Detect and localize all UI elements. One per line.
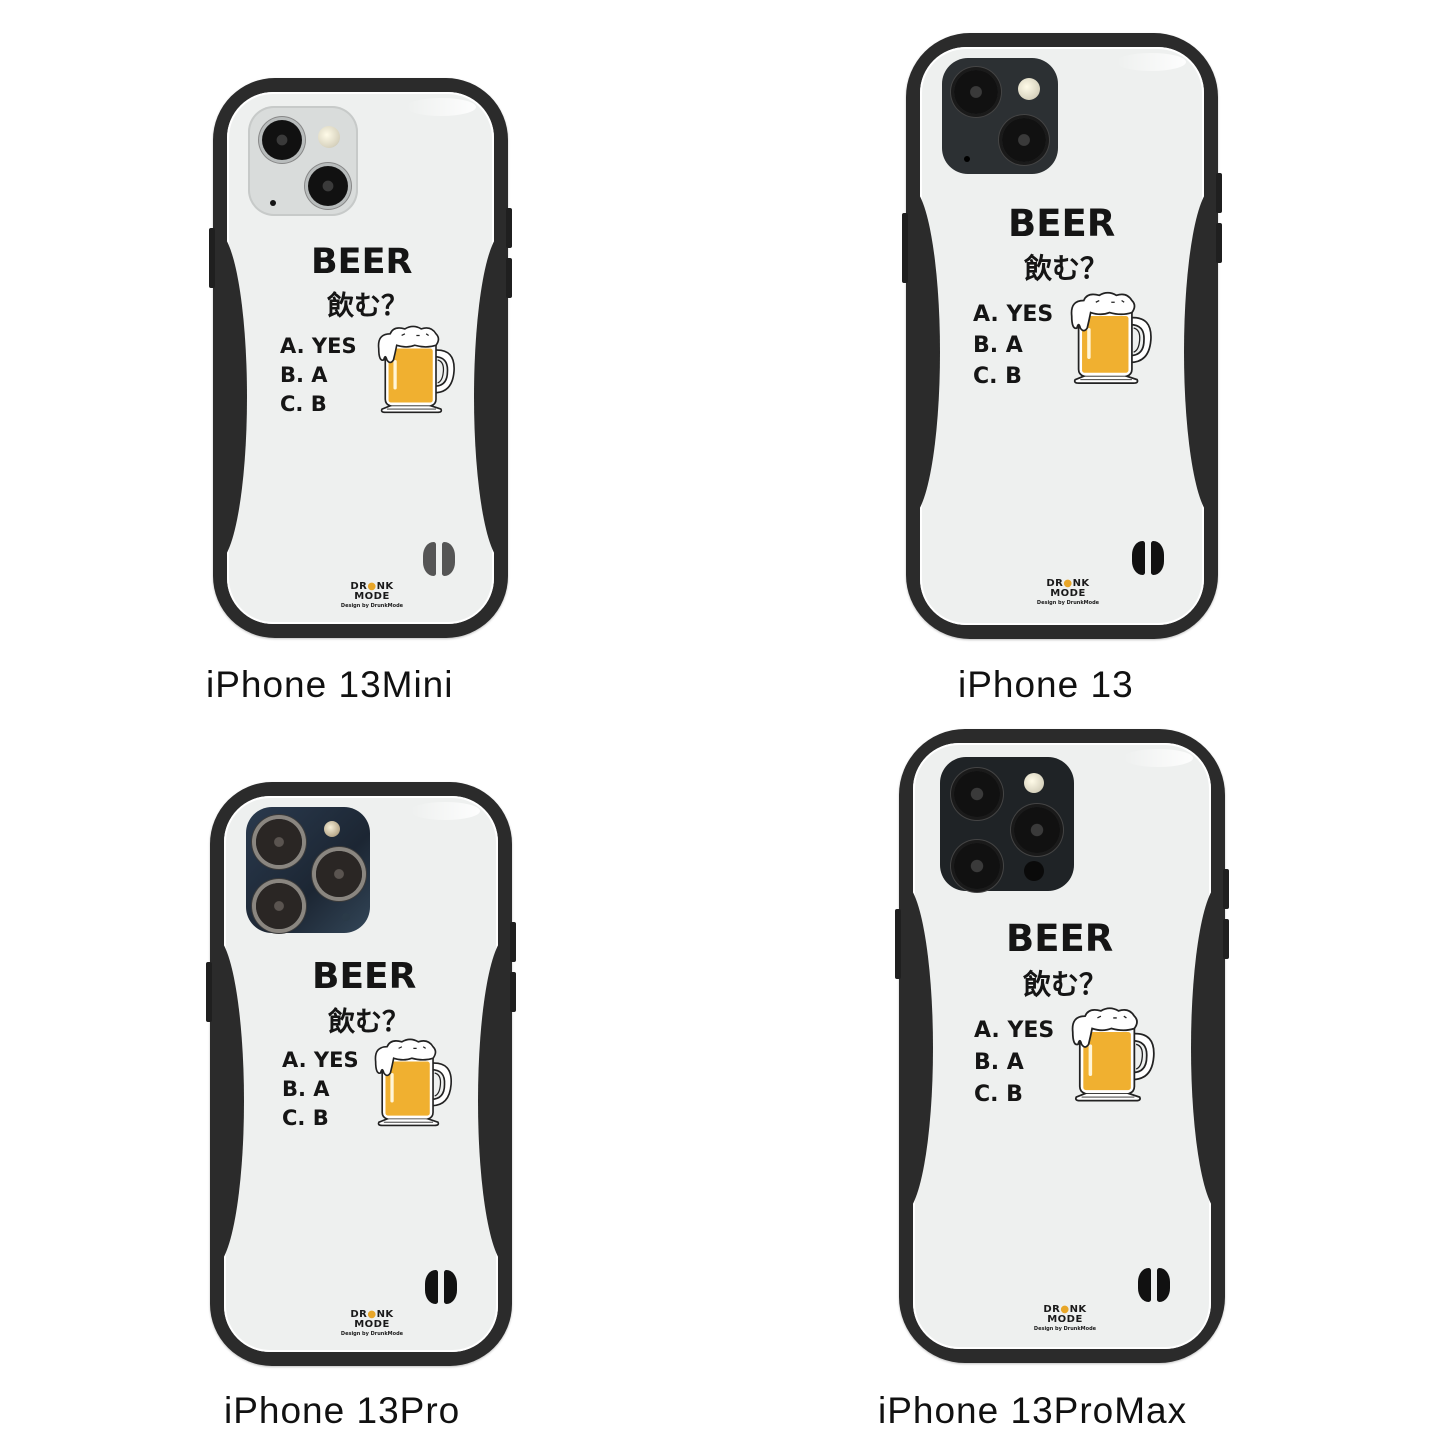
model-label: iPhone 13Pro <box>224 1390 461 1431</box>
design-title: BEER <box>312 956 417 997</box>
camera-lens-icon <box>256 883 302 929</box>
camera-lens-icon <box>954 70 998 114</box>
phone-case: BEER 飲む？ A. YES B. A C. B DR●NK MODE Des… <box>895 729 1229 1363</box>
design-title: BEER <box>311 242 413 282</box>
strap-hole-icon <box>442 542 455 576</box>
lidar-sensor-icon <box>342 913 350 921</box>
option-c: C. B <box>973 364 1022 389</box>
drunkmode-logo: DR●NK MODE Design by DrunkMode <box>1033 1304 1097 1333</box>
side-button <box>510 972 516 1012</box>
flash-icon <box>318 126 340 148</box>
side-button <box>506 208 512 248</box>
strap-holes <box>1138 1268 1170 1302</box>
side-button <box>1216 173 1222 213</box>
strap-hole-icon <box>1132 541 1145 575</box>
case-face: BEER 飲む？ A. YES B. A C. B DR●NK MODE Des… <box>224 796 498 1352</box>
option-c: C. B <box>280 392 327 416</box>
option-b: B. A <box>973 333 1023 358</box>
option-a: A. YES <box>280 334 357 358</box>
gloss-highlight <box>406 98 476 116</box>
camera-module <box>246 807 370 933</box>
side-button <box>902 213 908 283</box>
option-a: A. YES <box>282 1048 359 1072</box>
design-options: A. YES B. A C. B <box>974 1015 1054 1111</box>
design-title: BEER <box>1008 202 1116 245</box>
camera-module <box>940 757 1074 891</box>
case-face: BEER 飲む？ A. YES B. A C. B DR●NK MODE Des… <box>227 92 494 624</box>
flash-icon <box>1018 78 1040 100</box>
gloss-highlight <box>1123 749 1193 767</box>
camera-lens-icon <box>256 819 302 865</box>
design-options: A. YES B. A C. B <box>280 332 357 419</box>
side-button <box>1223 919 1229 959</box>
flash-icon <box>324 821 340 837</box>
camera-lens-icon <box>308 166 348 206</box>
side-button <box>506 258 512 298</box>
beer-mug-icon <box>1071 1005 1159 1103</box>
drunkmode-logo: DR●NK MODE Design by DrunkMode <box>340 1309 404 1338</box>
gloss-highlight <box>410 802 480 820</box>
camera-module <box>942 58 1058 174</box>
beer-mug-icon <box>374 1036 456 1128</box>
camera-lens-icon <box>1002 118 1046 162</box>
side-button <box>510 922 516 962</box>
option-c: C. B <box>974 1082 1023 1107</box>
camera-lens-icon <box>954 843 1000 889</box>
option-c: C. B <box>282 1106 329 1130</box>
gloss-highlight <box>1116 53 1186 71</box>
beer-mug-icon <box>377 324 459 414</box>
side-button <box>895 909 901 979</box>
mic-hole-icon <box>270 200 276 206</box>
design-subtitle: 飲む？ <box>1024 252 1109 285</box>
option-b: B. A <box>974 1050 1024 1075</box>
design-options: A. YES B. A C. B <box>282 1046 359 1133</box>
design-subtitle: 飲む？ <box>328 1007 409 1038</box>
side-button <box>209 228 215 288</box>
case-face: BEER 飲む？ A. YES B. A C. B DR●NK MODE Des… <box>913 743 1211 1349</box>
option-b: B. A <box>282 1077 330 1101</box>
phone-case: BEER 飲む？ A. YES B. A C. B DR●NK MODE Des… <box>206 782 516 1366</box>
strap-hole-icon <box>444 1270 457 1304</box>
drunkmode-logo: DR●NK MODE Design by DrunkMode <box>340 581 404 610</box>
option-b: B. A <box>280 363 328 387</box>
flash-icon <box>1024 773 1044 793</box>
model-label: iPhone 13Mini <box>206 664 454 705</box>
strap-holes <box>423 542 455 576</box>
option-a: A. YES <box>974 1018 1055 1043</box>
model-label: iPhone 13ProMax <box>878 1390 1188 1431</box>
phone-case: BEER 飲む？ A. YES B. A C. B DR●NK MODE Des… <box>902 33 1222 639</box>
strap-hole-icon <box>1151 541 1164 575</box>
side-button <box>1216 223 1222 263</box>
strap-holes <box>425 1270 457 1304</box>
case-face: BEER 飲む？ A. YES B. A C. B DR●NK MODE Des… <box>920 47 1204 625</box>
model-label: iPhone 13 <box>958 664 1134 705</box>
strap-holes <box>1132 541 1164 575</box>
design-subtitle: 飲む？ <box>327 291 408 322</box>
camera-lens-icon <box>262 120 302 160</box>
design-subtitle: 飲む？ <box>1023 968 1108 1001</box>
side-button <box>1223 869 1229 909</box>
beer-mug-icon <box>1070 290 1156 385</box>
strap-hole-icon <box>1157 1268 1170 1302</box>
phone-case: BEER 飲む？ A. YES B. A C. B DR●NK MODE Des… <box>209 78 512 638</box>
lidar-sensor-icon <box>1024 861 1044 881</box>
camera-module <box>248 106 358 216</box>
camera-lens-icon <box>954 771 1000 817</box>
side-button <box>206 962 212 1022</box>
strap-hole-icon <box>1138 1268 1151 1302</box>
camera-lens-icon <box>316 851 362 897</box>
option-a: A. YES <box>973 302 1054 327</box>
design-options: A. YES B. A C. B <box>973 299 1053 392</box>
design-title: BEER <box>1006 917 1114 960</box>
camera-lens-icon <box>1014 807 1060 853</box>
strap-hole-icon <box>423 542 436 576</box>
mic-hole-icon <box>964 156 970 162</box>
drunkmode-logo: DR●NK MODE Design by DrunkMode <box>1036 578 1100 607</box>
strap-hole-icon <box>425 1270 438 1304</box>
